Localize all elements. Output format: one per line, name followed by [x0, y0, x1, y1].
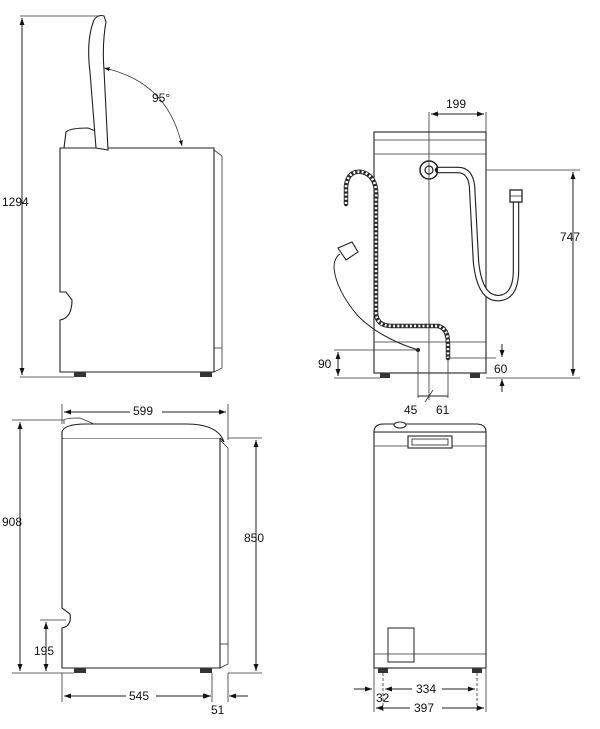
drain-offset-right-label: 61 [436, 403, 450, 417]
lid-angle-label: 95° [152, 91, 170, 105]
front-view: 334 32 397 [354, 421, 487, 715]
drain-height-label: 90 [318, 357, 332, 371]
foot-height-label: 195 [34, 644, 54, 658]
drain-offset-left-label: 45 [404, 403, 418, 417]
total-depth-label: 397 [414, 701, 434, 715]
inlet-height-label: 747 [560, 230, 580, 244]
width-label: 599 [133, 404, 153, 418]
height-body-label: 850 [244, 531, 264, 545]
depth-label: 545 [129, 689, 149, 703]
side-view-lid-open: 95° 1294 [2, 14, 223, 378]
drain-clearance-label: 60 [494, 362, 508, 376]
foot-offset-label: 32 [376, 691, 390, 705]
connection-offset-label: 199 [446, 97, 466, 111]
rear-view: 199 747 90 60 45 61 [318, 97, 580, 417]
total-height-lid-open-label: 1294 [2, 195, 29, 209]
feet-spacing-label: 334 [416, 682, 436, 696]
height-with-lid-label: 908 [2, 515, 22, 529]
side-view-closed: 599 908 850 195 545 51 [2, 403, 264, 717]
depth-extra-label: 51 [211, 703, 225, 717]
